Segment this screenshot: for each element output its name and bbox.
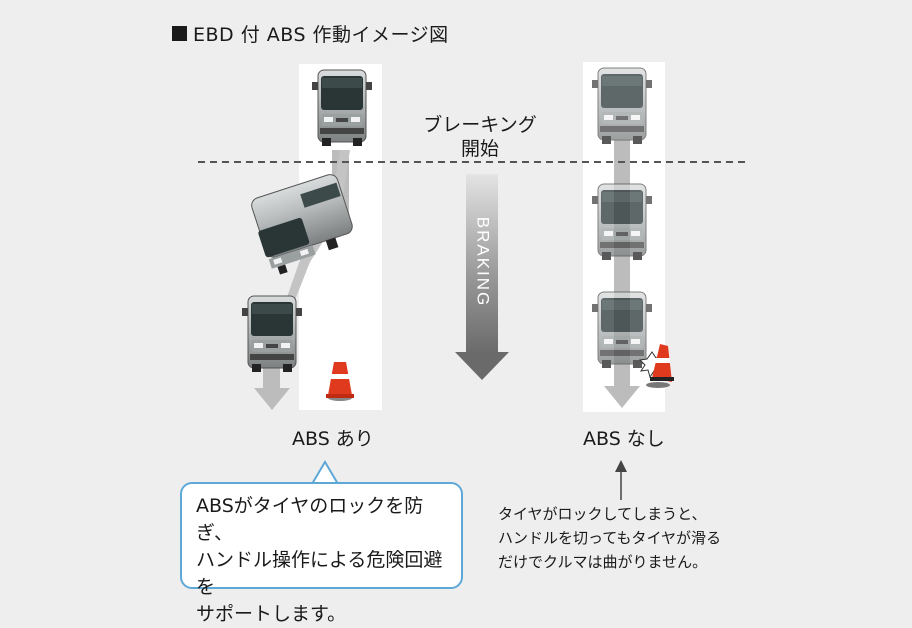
abs-off-bus-start: [592, 67, 652, 145]
note-line-3: だけでクルマは曲がりません。: [498, 553, 708, 571]
diagram-title: EBD 付 ABS 作動イメージ図: [172, 20, 449, 47]
abs-on-callout: ABSがタイヤのロックを防ぎ、 ハンドル操作による危険回避を サポートします。: [180, 482, 463, 625]
abs-on-label: ABS あり: [292, 428, 374, 450]
diagram-canvas: BRAKING: [198, 62, 745, 500]
abs-on-bus-turning: [251, 174, 353, 275]
note-line-2: ハンドルを切ってもタイヤが滑る: [498, 529, 722, 547]
braking-start-line1: ブレーキング: [423, 114, 537, 136]
abs-off-label: ABS なし: [583, 428, 665, 450]
callout-line-1: ABSがタイヤのロックを防ぎ、: [196, 495, 424, 544]
note-line-1: タイヤがロックしてしまうと、: [498, 505, 707, 523]
braking-start-line2: 開始: [460, 138, 499, 160]
abs-off-note: タイヤがロックしてしまうと、 ハンドルを切ってもタイヤが滑る だけでクルマは曲が…: [498, 502, 758, 574]
cone-icon: [326, 362, 354, 401]
abs-on-bus-start: [312, 69, 372, 147]
abs-off-bus-middle: [592, 183, 652, 261]
title-text: EBD 付 ABS 作動イメージ図: [193, 24, 449, 46]
callout-pointer: [310, 460, 340, 485]
braking-label: BRAKING: [474, 217, 493, 308]
title-bullet-icon: [172, 26, 187, 41]
note-up-arrow: [615, 460, 627, 500]
abs-off-bus-end: [592, 291, 652, 369]
braking-start-label: ブレーキング 開始: [390, 113, 570, 161]
knocked-cone-icon: [646, 344, 674, 388]
braking-arrow: [455, 174, 509, 380]
abs-on-bus-end: [242, 295, 302, 373]
callout-line-2: ハンドル操作による危険回避を: [196, 549, 443, 598]
callout-line-3: サポートします。: [196, 603, 347, 625]
